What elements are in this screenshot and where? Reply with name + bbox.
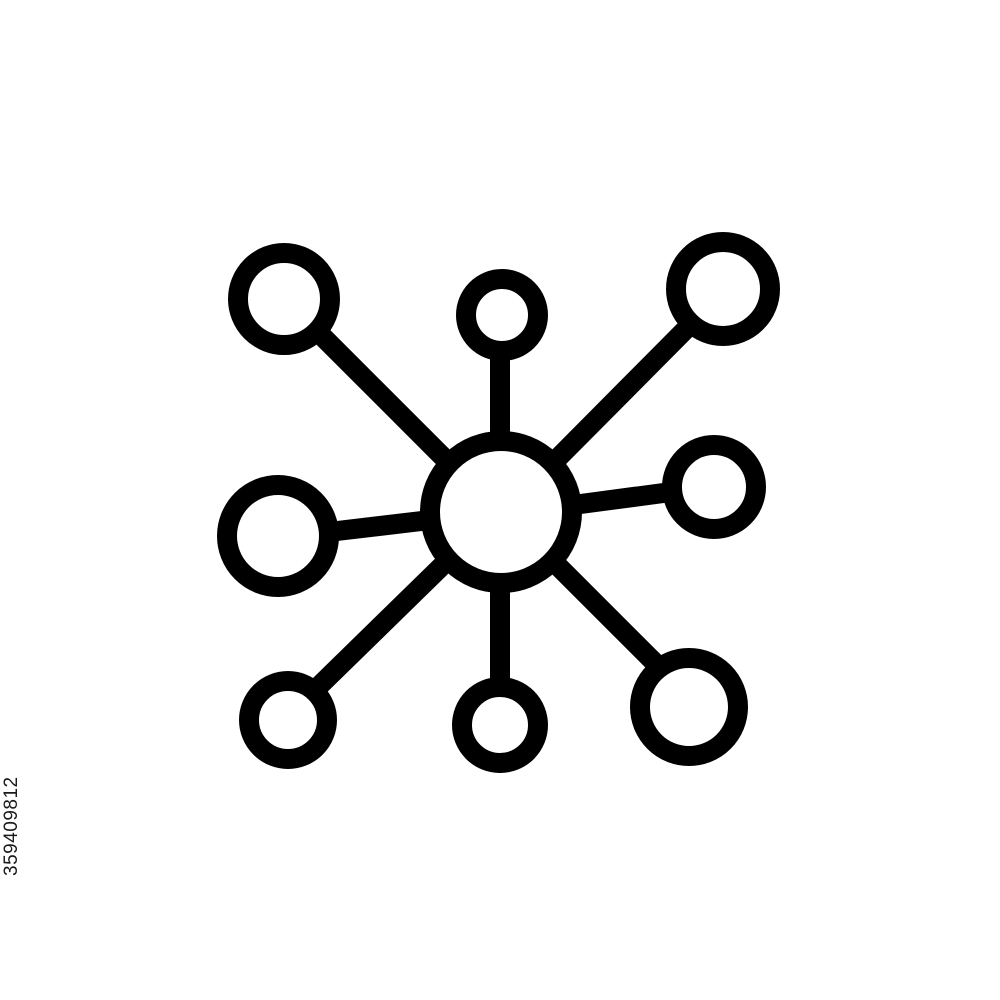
node-top-right xyxy=(666,232,780,346)
node-top xyxy=(456,269,548,361)
connector-bottom-left xyxy=(305,550,458,700)
center-node xyxy=(420,431,582,593)
node-left xyxy=(217,475,339,597)
stock-id-label: 359409812 xyxy=(1,776,22,876)
node-bottom-left xyxy=(239,671,337,769)
connector-top-right xyxy=(543,312,703,473)
node-bottom-right xyxy=(630,648,748,766)
node-bottom xyxy=(452,677,548,773)
connector-right xyxy=(563,482,681,515)
node-right xyxy=(662,435,766,539)
connector-bottom-right xyxy=(547,555,672,680)
connector-top-left xyxy=(306,320,464,478)
connector-left xyxy=(327,510,440,541)
node-top-left xyxy=(228,243,340,355)
